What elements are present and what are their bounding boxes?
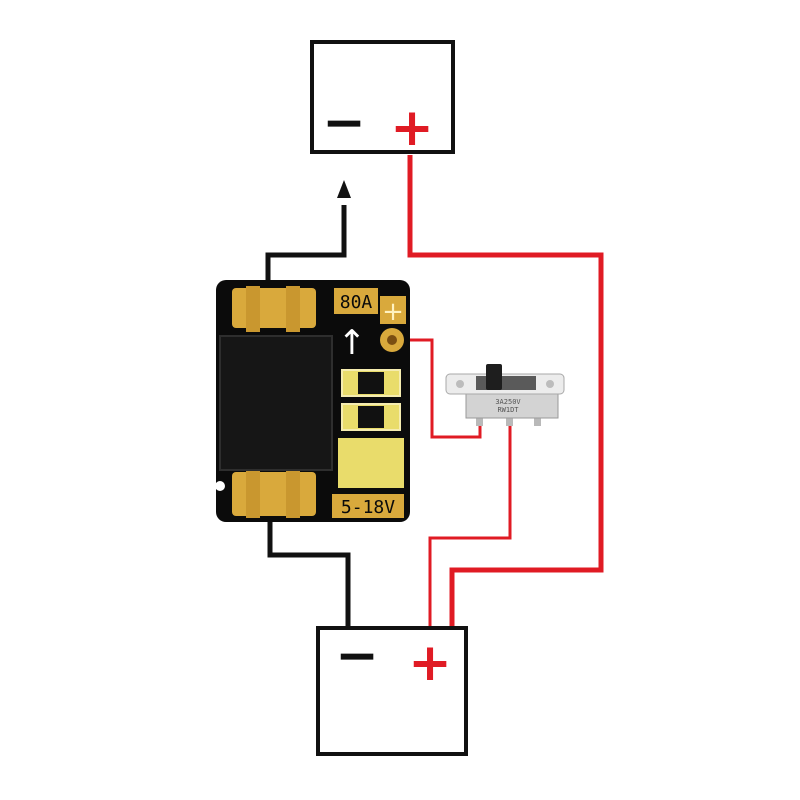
board-plus-label: + xyxy=(382,297,404,327)
pcb-bottom-pad xyxy=(232,472,316,516)
slide-switch: 3A250V RW1DT xyxy=(445,364,565,426)
load-negative-wire xyxy=(265,205,347,302)
pcb-top-pad xyxy=(232,288,316,328)
mosfet-chip xyxy=(219,335,333,471)
pcb-board: 80A + ↑ 5-18V xyxy=(215,280,410,522)
voltage-range-label: 5-18V xyxy=(341,497,395,518)
battery-negative-wire xyxy=(267,500,351,630)
up-arrow-icon: ↑ xyxy=(338,323,367,363)
switch-rating-text: 3A250V xyxy=(495,398,521,406)
switch-positive-wire xyxy=(428,420,512,630)
current-rating-label: 80A xyxy=(340,292,373,313)
battery-terminal-box: − + xyxy=(316,626,468,756)
load-plus-sign: + xyxy=(390,98,434,158)
battery-plus-sign: + xyxy=(408,633,452,693)
switch-model-text: RW1DT xyxy=(497,406,519,414)
board-to-switch-wire xyxy=(393,338,482,439)
pcb-contact-pad xyxy=(338,438,404,488)
load-terminal-box: − + xyxy=(310,40,455,158)
load-minus-sign: − xyxy=(322,93,366,153)
wire-direction-arrow-icon xyxy=(337,180,351,198)
battery-minus-sign: − xyxy=(335,626,379,686)
load-positive-wire xyxy=(407,155,604,630)
switch-slider-knob xyxy=(486,364,502,390)
